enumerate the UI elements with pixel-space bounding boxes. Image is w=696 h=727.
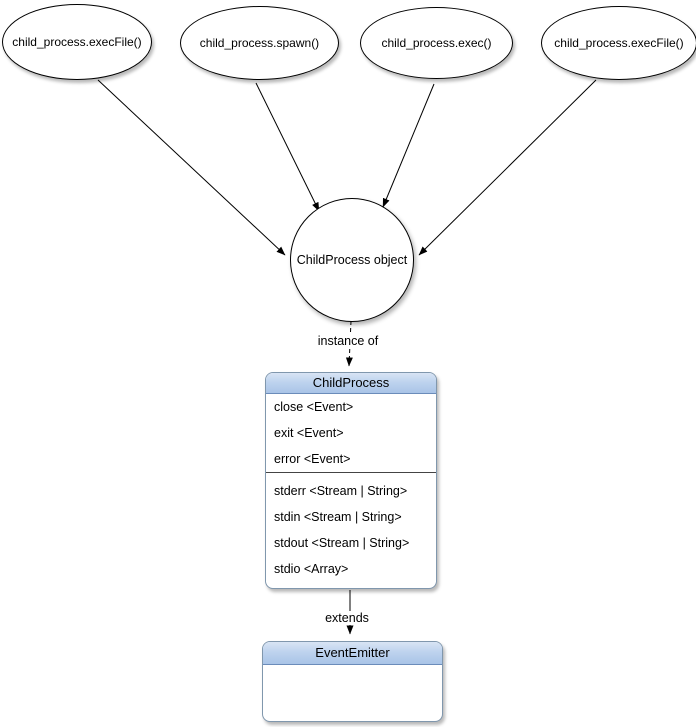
member-stdout: stdout <Stream | String> <box>274 536 410 550</box>
node-label: ChildProcess object <box>296 253 408 267</box>
edge-label-instance-of: instance of <box>314 334 382 348</box>
node-child-process-exec: child_process.exec() <box>360 7 513 79</box>
class-childprocess-events-section: close <Event> exit <Event> error <Event> <box>266 394 436 472</box>
node-child-process-execfile-1: child_process.execFile() <box>2 4 152 80</box>
class-childprocess: ChildProcess close <Event> exit <Event> … <box>265 372 437 589</box>
node-childprocess-object: ChildProcess object <box>290 198 414 322</box>
node-label: child_process.execFile() <box>554 36 684 50</box>
class-childprocess-title: ChildProcess <box>266 373 436 394</box>
node-label: child_process.spawn() <box>199 36 320 50</box>
member-exit-event: exit <Event> <box>274 426 344 440</box>
node-child-process-execfile-2: child_process.execFile() <box>541 6 696 80</box>
node-label: child_process.exec() <box>381 36 492 50</box>
member-error-event: error <Event> <box>274 452 351 466</box>
member-stderr: stderr <Stream | String> <box>274 484 408 498</box>
member-stdin: stdin <Stream | String> <box>274 510 402 524</box>
class-childprocess-streams-section: stderr <Stream | String> stdin <Stream |… <box>266 472 436 582</box>
edge-execfile-right-to-object <box>418 79 597 256</box>
edge-exec-to-object <box>382 83 435 208</box>
member-close-event: close <Event> <box>274 400 354 414</box>
class-eventemitter-title: EventEmitter <box>263 642 442 665</box>
edge-spawn-to-object <box>255 82 320 212</box>
node-label: child_process.execFile() <box>12 35 142 49</box>
edge-execfile-left-to-object <box>97 79 286 256</box>
class-eventemitter: EventEmitter <box>262 641 443 722</box>
node-child-process-spawn: child_process.spawn() <box>180 6 339 80</box>
edge-label-extends: extends <box>322 611 372 625</box>
member-stdio: stdio <Array> <box>274 562 349 576</box>
